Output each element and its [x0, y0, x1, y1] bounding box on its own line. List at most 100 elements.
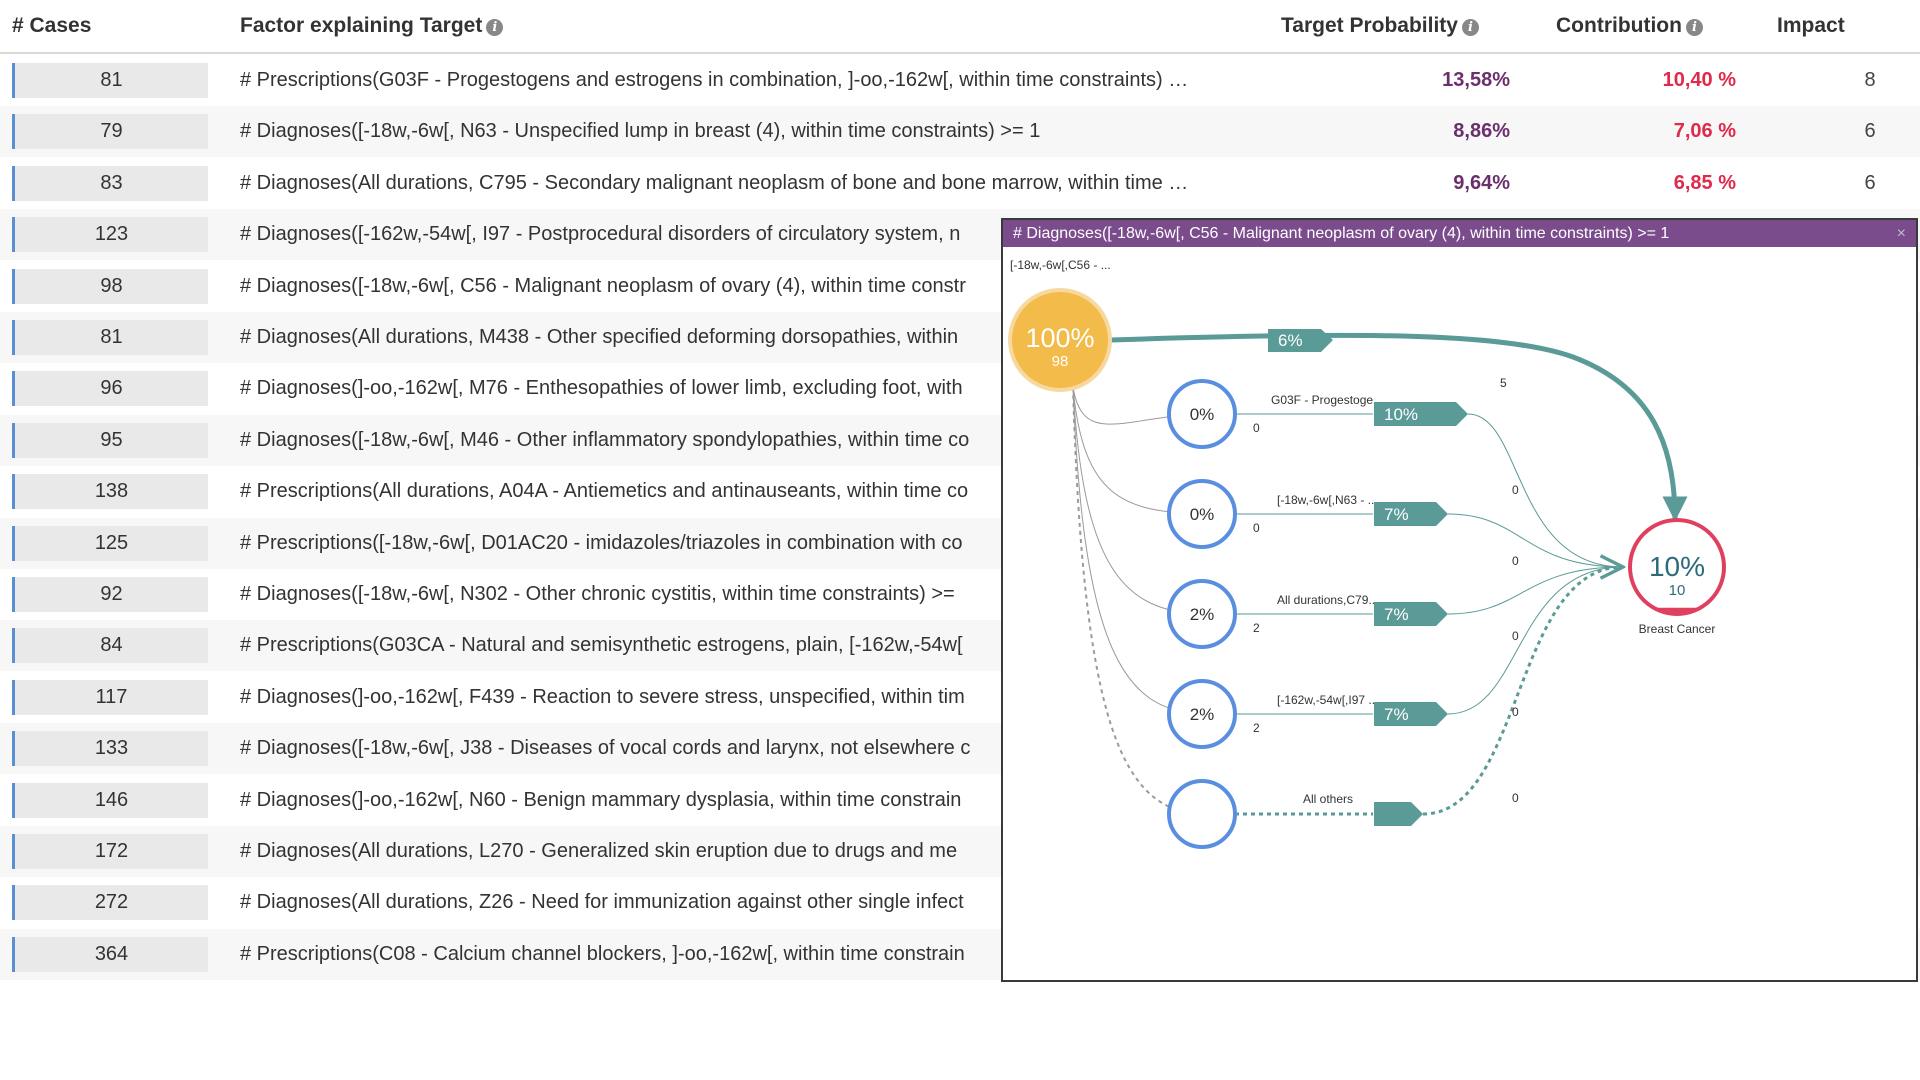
factor-label: # Diagnoses([-18w,-6w[, N302 - Other chr… [240, 583, 955, 605]
popup-title-bar: # Diagnoses([-18w,-6w[, C56 - Malignant … [1003, 220, 1916, 247]
info-icon[interactable]: i [1685, 19, 1703, 36]
branch-label: All durations,C79... [1277, 593, 1378, 607]
cases-count-badge: 172 [12, 834, 208, 869]
table-row[interactable]: 117# Diagnoses(]-oo,-162w[, F439 - React… [0, 672, 1920, 723]
branch-count-out: 0 [1512, 705, 1519, 719]
factor-detail-popup: # Diagnoses([-18w,-6w[, C56 - Malignant … [1001, 218, 1918, 982]
column-header-cases[interactable]: # Cases [12, 14, 91, 38]
branch-node-percent: 2% [1190, 705, 1215, 724]
target-node-fill [1653, 607, 1701, 614]
column-header-contribution-label: Contribution [1556, 14, 1682, 37]
flow-to-target-others [1422, 567, 1623, 816]
direct-flow-percent: 6% [1278, 331, 1303, 350]
factor-label: # Diagnoses(]-oo,-162w[, F439 - Reaction… [240, 685, 965, 708]
branch-count-in: 0 [1253, 421, 1260, 435]
cases-count-badge: 138 [12, 474, 208, 510]
source-node[interactable] [1008, 288, 1112, 392]
factor-label: # Diagnoses(]-oo,-162w[, M76 - Enthesopa… [240, 377, 963, 400]
table-row[interactable]: 138 # Prescriptions(All durations, A04A -… [0, 466, 1920, 517]
flow-graph: 6% 5 [-18w,-6w[,C56 - ... 100% 98 0% G03… [1008, 258, 1726, 849]
impact-value: 6 [1864, 171, 1876, 194]
column-header-impact[interactable]: Impact [1777, 14, 1845, 38]
others-label: All others [1303, 792, 1353, 806]
branch-node-percent: 0% [1190, 405, 1215, 424]
factor-label: # Diagnoses(]-oo,-162w[, N60 - Benign ma… [240, 788, 962, 811]
branch-label: [-18w,-6w[,N63 - ... [1277, 493, 1378, 507]
cases-count-badge: 81 [12, 63, 208, 98]
others-tag [1374, 802, 1423, 826]
factor-label: # Diagnoses(All durations, M438 - Other … [240, 326, 959, 348]
branch-count-out: 0 [1512, 483, 1519, 497]
factor-label: # Prescriptions([-18w,-6w[, D01AC20 - im… [240, 531, 963, 554]
cases-count-badge: 98 [12, 268, 208, 304]
factor-label: # Prescriptions(All durations, A04A - An… [240, 480, 969, 503]
cases-count-badge: 81 [12, 320, 208, 355]
column-header-factor-label: Factor explaining Target [240, 14, 483, 37]
factor-label: # Diagnoses([-162w,-54w[, I97 - Postproc… [240, 223, 961, 246]
branch-node[interactable] [1167, 379, 1237, 449]
direct-flow-count: 5 [1500, 376, 1507, 390]
cases-count-badge: 79 [12, 114, 208, 150]
branch-tag [1374, 702, 1448, 726]
branch-tag [1374, 602, 1448, 626]
branch-tag-percent: 7% [1384, 705, 1409, 724]
info-icon[interactable]: i [486, 19, 504, 36]
cases-count-badge: 125 [12, 525, 208, 561]
cases-count-badge: 92 [12, 577, 208, 612]
target-node-label: Breast Cancer [1639, 622, 1716, 636]
branch-node[interactable] [1167, 479, 1237, 549]
table-row[interactable]: 83# Diagnoses(All durations, C795 - Seco… [0, 158, 1920, 209]
branch-label: [-162w,-54w[,I97 ... [1277, 693, 1378, 707]
table-row[interactable]: 272 # Diagnoses(All durations, Z26 - Need… [0, 877, 1920, 928]
flow-to-target [1467, 413, 1624, 568]
cases-count-badge: 272 [12, 885, 208, 921]
branch-node-percent: 0% [1190, 505, 1215, 524]
column-header-cases-label: # Cases [12, 14, 92, 37]
source-node-label: [-18w,-6w[,C56 - ... [1010, 258, 1111, 272]
info-icon[interactable]: i [1461, 19, 1479, 36]
flow-to-target [1447, 566, 1624, 615]
column-header-impact-label: Impact [1777, 14, 1845, 37]
factor-label: # Diagnoses(All durations, Z26 - Need fo… [240, 891, 964, 914]
target-node[interactable] [1628, 518, 1726, 616]
branch-count-out: 0 [1512, 554, 1519, 568]
popup-title: # Diagnoses([-18w,-6w[, C56 - Malignant … [1013, 225, 1670, 242]
cases-count-badge: 84 [12, 628, 208, 664]
branch-node[interactable] [1167, 579, 1237, 649]
contribution-value: 7,06 % [1673, 120, 1736, 143]
branch-count-in: 0 [1253, 521, 1260, 535]
target-probability-value: 9,64% [1453, 171, 1510, 194]
table-row[interactable]: 79# Diagnoses([-18w,-6w[, N63 - Unspecif… [0, 106, 1920, 158]
source-node-count: 98 [1052, 353, 1069, 370]
target-probability-value: 13,58% [1442, 69, 1510, 91]
cases-count-badge: 364 [12, 936, 208, 972]
table-row[interactable]: 92 # Diagnoses([-18w,-6w[, N302 - Other c… [0, 569, 1920, 620]
cases-count-badge: 96 [12, 371, 208, 407]
flow-to-target [1447, 566, 1624, 715]
others-node[interactable] [1167, 779, 1237, 849]
branch-count-in: 2 [1253, 721, 1260, 735]
branch-count-out: 0 [1512, 629, 1519, 643]
factor-label: # Diagnoses(All durations, L270 - Genera… [240, 840, 958, 862]
table-row[interactable]: 81# Prescriptions(G03F - Progestogens an… [0, 55, 1920, 106]
cases-count-badge: 95 [12, 422, 208, 458]
branch-count-in: 2 [1253, 621, 1260, 635]
factor-label: # Diagnoses([-18w,-6w[, M46 - Other infl… [240, 428, 970, 451]
factor-label: # Prescriptions(C08 - Calcium channel bl… [240, 942, 965, 965]
branch-node[interactable] [1167, 679, 1237, 749]
table-row[interactable]: 146# Diagnoses(]-oo,-162w[, N60 - Benign… [0, 775, 1920, 826]
table-row[interactable]: 98 # Diagnoses([-18w,-6w[, C56 - Malignan… [0, 261, 1920, 312]
contribution-value: 10,40 % [1662, 69, 1736, 91]
table-row[interactable]: 96 # Diagnoses(]-oo,-162w[, M76 - Entheso… [0, 363, 1920, 414]
close-icon[interactable]: × [1896, 225, 1906, 242]
branch-tag [1374, 402, 1468, 426]
factor-label: # Diagnoses([-18w,-6w[, C56 - Malignant … [240, 274, 966, 297]
impact-value: 6 [1864, 120, 1876, 143]
target-node-percent: 10% [1649, 551, 1705, 582]
flow-to-target [1447, 513, 1624, 568]
column-header-target-probability-label: Target Probability [1281, 14, 1458, 37]
